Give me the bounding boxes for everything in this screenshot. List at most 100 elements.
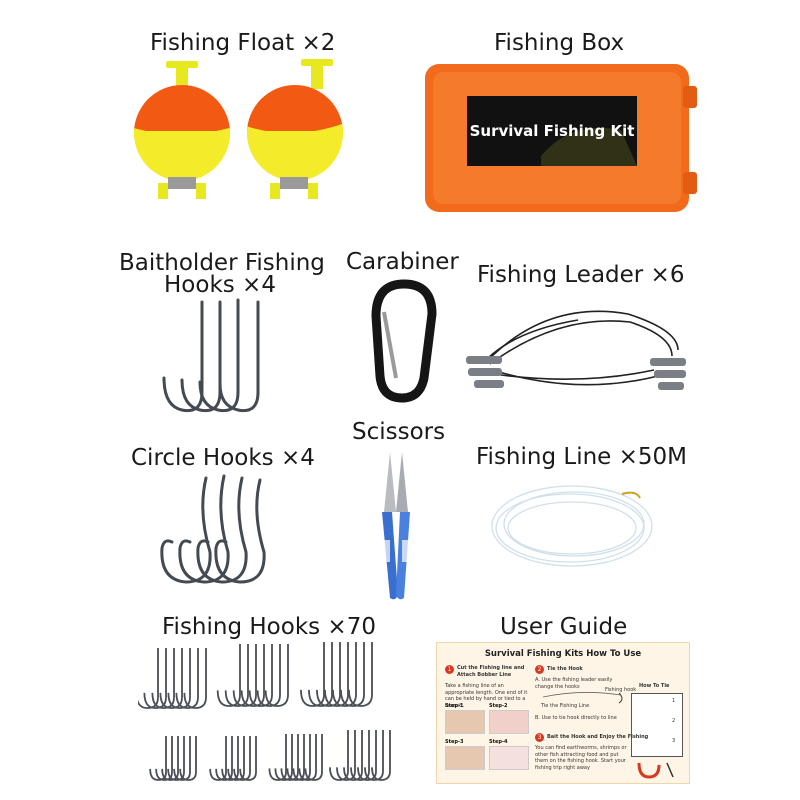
hook: [151, 648, 175, 709]
hook: [173, 736, 191, 781]
hook: [143, 648, 167, 709]
hook-group-7: [329, 730, 391, 781]
guide-step-1-badge: 1: [445, 665, 454, 674]
guide-step-1-heading: Cut the Fishing line and Attach Bobber L…: [457, 665, 525, 678]
fishing-line-label: Fishing Line ×50M: [476, 444, 688, 470]
guide-step-3-heading: Bait the Hook and Enjoy the Fishing: [547, 734, 649, 740]
guide-step-2-a: A. Use the fishing leader easily change …: [535, 677, 613, 690]
hook: [183, 648, 207, 709]
hook: [221, 736, 239, 781]
hook: [332, 642, 357, 707]
hook: [167, 648, 191, 709]
hook: [329, 730, 349, 781]
user-guide-image: Survival Fishing Kits How To Use 1 Cut t…: [436, 642, 690, 784]
float-2: [247, 59, 343, 199]
hook: [364, 730, 384, 781]
hook: [308, 642, 333, 707]
baitholder-hooks-label-line1: Baitholder Fishing: [119, 250, 325, 276]
hook: [286, 734, 305, 781]
hook: [175, 648, 199, 709]
hook: [298, 734, 317, 781]
guide-bait-icon: [637, 762, 674, 779]
guide-how-to-tie: How To Tie: [639, 683, 670, 689]
guide-step-2-badge: 2: [535, 665, 544, 674]
hook: [209, 736, 227, 781]
hook: [292, 734, 311, 781]
hook: [161, 736, 179, 781]
hook-group-6: [268, 734, 323, 781]
hook: [336, 730, 356, 781]
hook-group-1: [138, 648, 207, 709]
user-guide-label: User Guide: [500, 614, 628, 640]
fishing-leader-image: [466, 310, 686, 390]
hook: [179, 736, 197, 781]
hook: [239, 736, 257, 781]
guide-photo-1: [445, 710, 485, 734]
baitholder-hooks-label-line2: Hooks ×4: [164, 272, 276, 298]
hook: [264, 644, 289, 707]
hook: [256, 644, 281, 707]
guide-step-2-b: B. Use to tie hook directly to line: [535, 715, 617, 721]
fishing-floats-image: [134, 59, 343, 199]
fishing-hooks-image: [138, 642, 391, 781]
fishing-hooks-label: Fishing Hooks ×70: [162, 614, 376, 640]
guide-step-label-1: Step-1: [445, 703, 464, 709]
circle-hooks-label: Circle Hooks ×4: [131, 445, 315, 471]
hook: [167, 736, 185, 781]
hook: [348, 642, 373, 707]
hook: [224, 644, 249, 707]
hook: [227, 736, 245, 781]
hook: [343, 730, 363, 781]
hook-group-3: [300, 642, 373, 707]
guide-step-3-badge: 3: [535, 733, 544, 742]
guide-step-2-leader: Tie the Fishing Line: [541, 703, 590, 709]
hook-group-5: [209, 736, 257, 781]
hook: [371, 730, 391, 781]
box-sticker-text: Survival Fishing Kit: [469, 122, 635, 140]
guide-step-1-text: Take a fishing line of an appropriate le…: [445, 683, 528, 709]
guide-title: Survival Fishing Kits How To Use: [484, 649, 642, 659]
guide-step-label-2: Step-2: [489, 703, 508, 709]
guide-step-2-hook: Fishing hook: [605, 687, 637, 693]
hook: [248, 644, 273, 707]
hook: [340, 642, 365, 707]
guide-photo-2: [489, 710, 529, 734]
scissors-label: Scissors: [352, 419, 446, 445]
hook: [304, 734, 323, 781]
guide-step-label-3: Step-3: [445, 739, 464, 745]
hook: [316, 642, 341, 707]
hook: [216, 644, 241, 707]
guide-leader-diagram: [542, 692, 623, 704]
hook-group-2: [216, 644, 289, 707]
fishing-float-label: Fishing Float ×2: [150, 30, 336, 56]
carabiner-label: Carabiner: [346, 249, 459, 275]
hook: [268, 734, 287, 781]
guide-tie-number-1: 1: [672, 698, 676, 704]
fishing-box-image: Survival Fishing Kit: [421, 60, 701, 216]
hook: [149, 736, 167, 781]
hook: [138, 648, 159, 709]
guide-step-label-4: Step-4: [489, 739, 508, 745]
scissors-image: [382, 452, 410, 600]
fishing-box-label: Fishing Box: [494, 30, 625, 56]
circle-hooks-image: [160, 474, 266, 584]
hook: [159, 648, 183, 709]
hook: [232, 644, 257, 707]
hook: [274, 734, 293, 781]
guide-step-2-heading: Tie the Hook: [547, 666, 583, 672]
baitholder-hooks-image: [162, 298, 260, 413]
float-1: [134, 61, 230, 199]
hook: [215, 736, 233, 781]
hook: [350, 730, 370, 781]
guide-tie-number-3: 3: [672, 738, 676, 744]
hook-group-4: [149, 736, 197, 781]
hook: [324, 642, 349, 707]
hook: [300, 642, 325, 707]
guide-photo-3: [445, 746, 485, 770]
hook: [155, 736, 173, 781]
guide-tie-number-2: 2: [672, 718, 676, 724]
hook: [240, 644, 265, 707]
hook: [233, 736, 251, 781]
hook: [357, 730, 377, 781]
fishing-leader-label: Fishing Leader ×6: [477, 262, 685, 288]
